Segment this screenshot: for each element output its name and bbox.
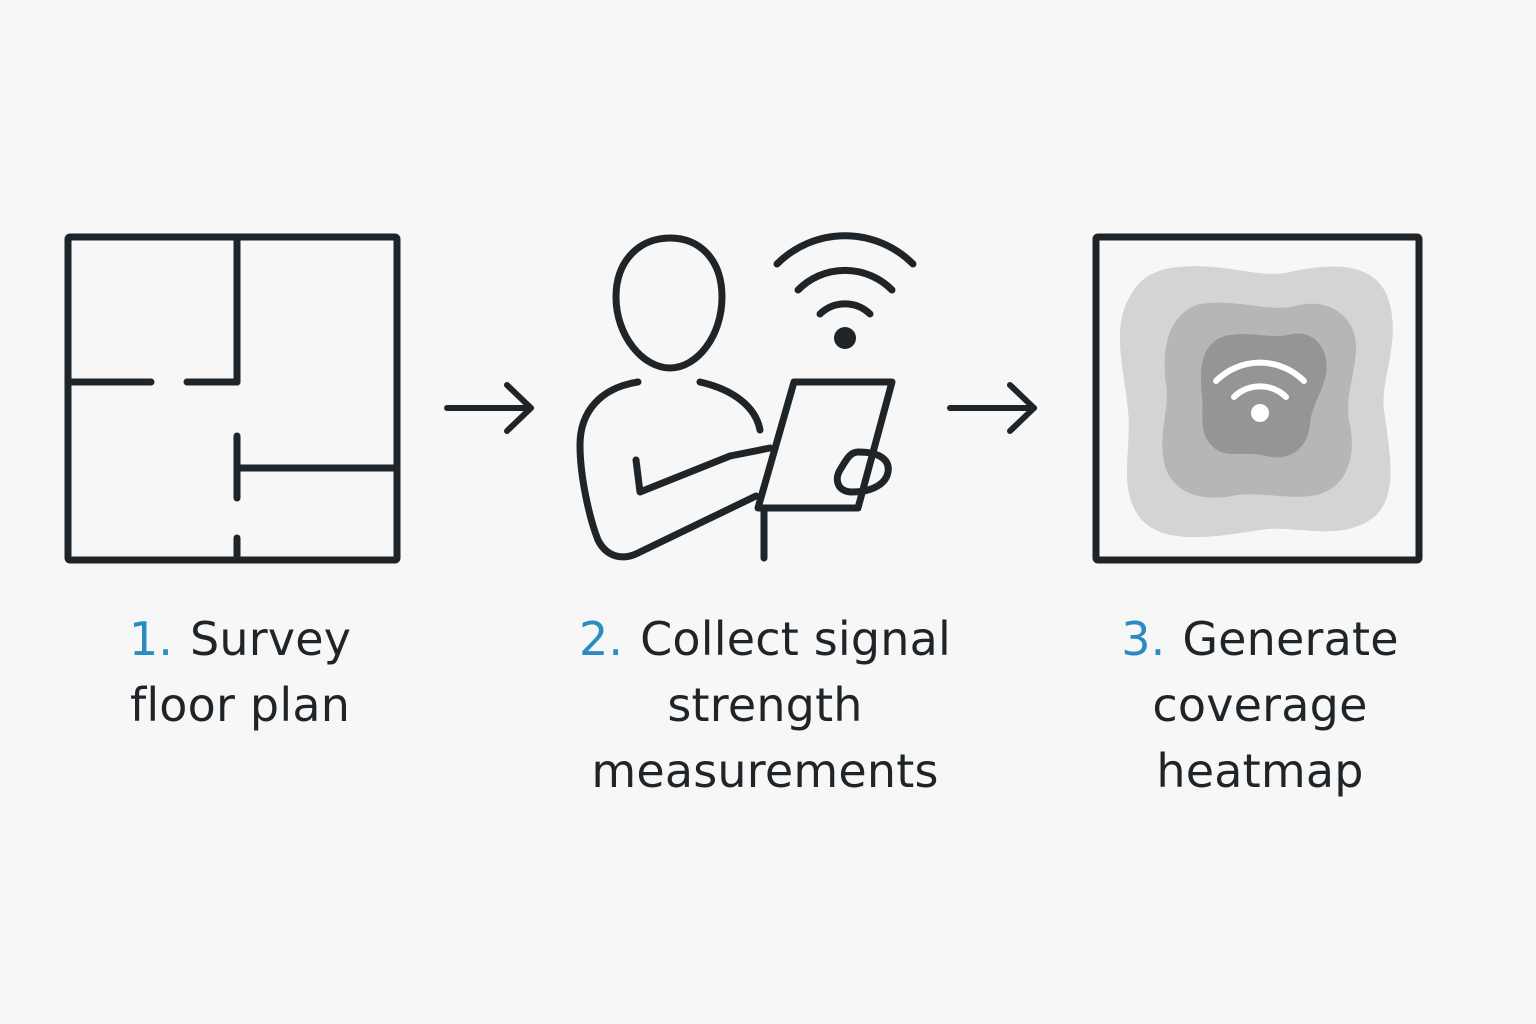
person-with-tablet-icon — [576, 234, 896, 562]
step-3-label: 3. Generate coverage heatmap — [1070, 606, 1450, 804]
step-2-number: 2. — [578, 612, 624, 666]
step-1-number: 1. — [128, 612, 174, 666]
arrow-right-icon — [947, 382, 1037, 434]
step-1-line-1: Survey — [189, 612, 352, 666]
step-2-line-1: Collect signal — [640, 612, 952, 666]
step-3-number: 3. — [1121, 612, 1166, 666]
step-2-line-3: measurements — [591, 744, 939, 798]
step-3-line-1: Generate — [1182, 612, 1399, 666]
arrow-right-icon — [444, 382, 534, 434]
step-3-line-3: heatmap — [1156, 744, 1364, 798]
coverage-heatmap-icon — [1092, 233, 1423, 564]
step-2-line-2: strength — [667, 678, 863, 732]
wifi-icon — [1213, 359, 1307, 422]
step-3-line-2: coverage — [1152, 678, 1368, 732]
heatmap-inner-zone — [1200, 333, 1327, 458]
step-2-label: 2. Collect signal strength measurements — [540, 606, 990, 804]
step-1-label: 1. Survey floor plan — [60, 606, 420, 738]
step-1-line-2: floor plan — [129, 678, 351, 732]
floor-plan-icon — [64, 233, 401, 564]
wifi-icon — [773, 232, 917, 349]
